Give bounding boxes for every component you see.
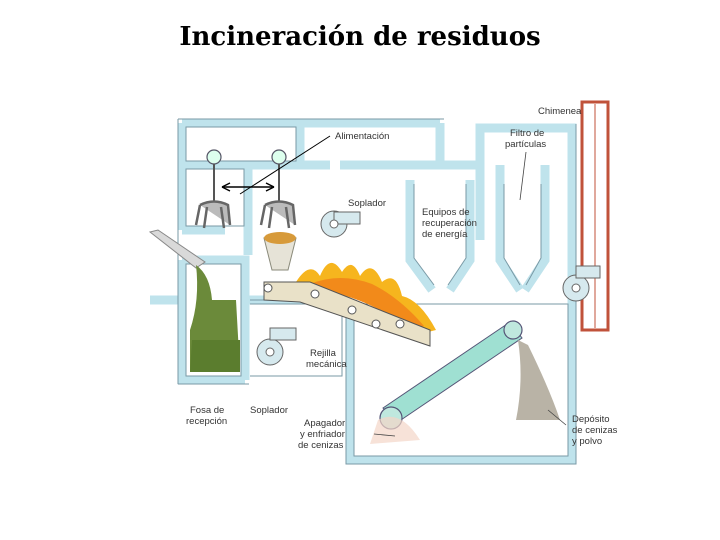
- label-soplador-top: Soplador: [348, 198, 386, 209]
- label-deposito-1: Depósito: [572, 414, 610, 425]
- label-filtro-1: Filtro de: [510, 128, 544, 139]
- label-rejilla-1: Rejilla: [310, 348, 337, 359]
- alimentacion-leader: [239, 135, 331, 195]
- label-apagador-3: de cenizas: [298, 440, 344, 451]
- ash-deposit: [516, 340, 560, 420]
- crane-travel-arrow: [221, 182, 275, 192]
- label-deposito-3: y polvo: [572, 436, 602, 447]
- label-equipos-3: de energía: [422, 229, 468, 240]
- crane-left: [194, 149, 232, 229]
- page-title: Incineración de residuos: [179, 22, 541, 52]
- label-chimenea: Chimenea: [538, 106, 582, 117]
- crane-right: [259, 149, 297, 229]
- label-apagador-1: Apagador: [304, 418, 345, 429]
- ash-conveyor: [370, 320, 523, 444]
- mechanical-grate: [263, 281, 431, 347]
- label-filtro-2: partículas: [505, 139, 546, 150]
- label-alimentacion: Alimentación: [335, 131, 389, 142]
- label-equipos-2: recuperación: [422, 218, 477, 229]
- label-fosa-2: recepción: [186, 416, 227, 427]
- label-soplador-bottom: Soplador: [250, 405, 288, 416]
- waste-pile: [148, 229, 240, 372]
- label-apagador-2: y enfriador: [300, 429, 345, 440]
- label-rejilla-2: mecánica: [306, 359, 347, 370]
- feed-hopper: [263, 232, 297, 271]
- leader-lines: [373, 151, 567, 437]
- blower-stack: [562, 265, 601, 302]
- label-equipos-1: Equipos de: [422, 207, 470, 218]
- blower-top: [320, 210, 361, 238]
- blower-bottom: [256, 327, 297, 366]
- label-deposito-2: de cenizas: [572, 425, 618, 436]
- label-fosa-1: Fosa de: [190, 405, 224, 416]
